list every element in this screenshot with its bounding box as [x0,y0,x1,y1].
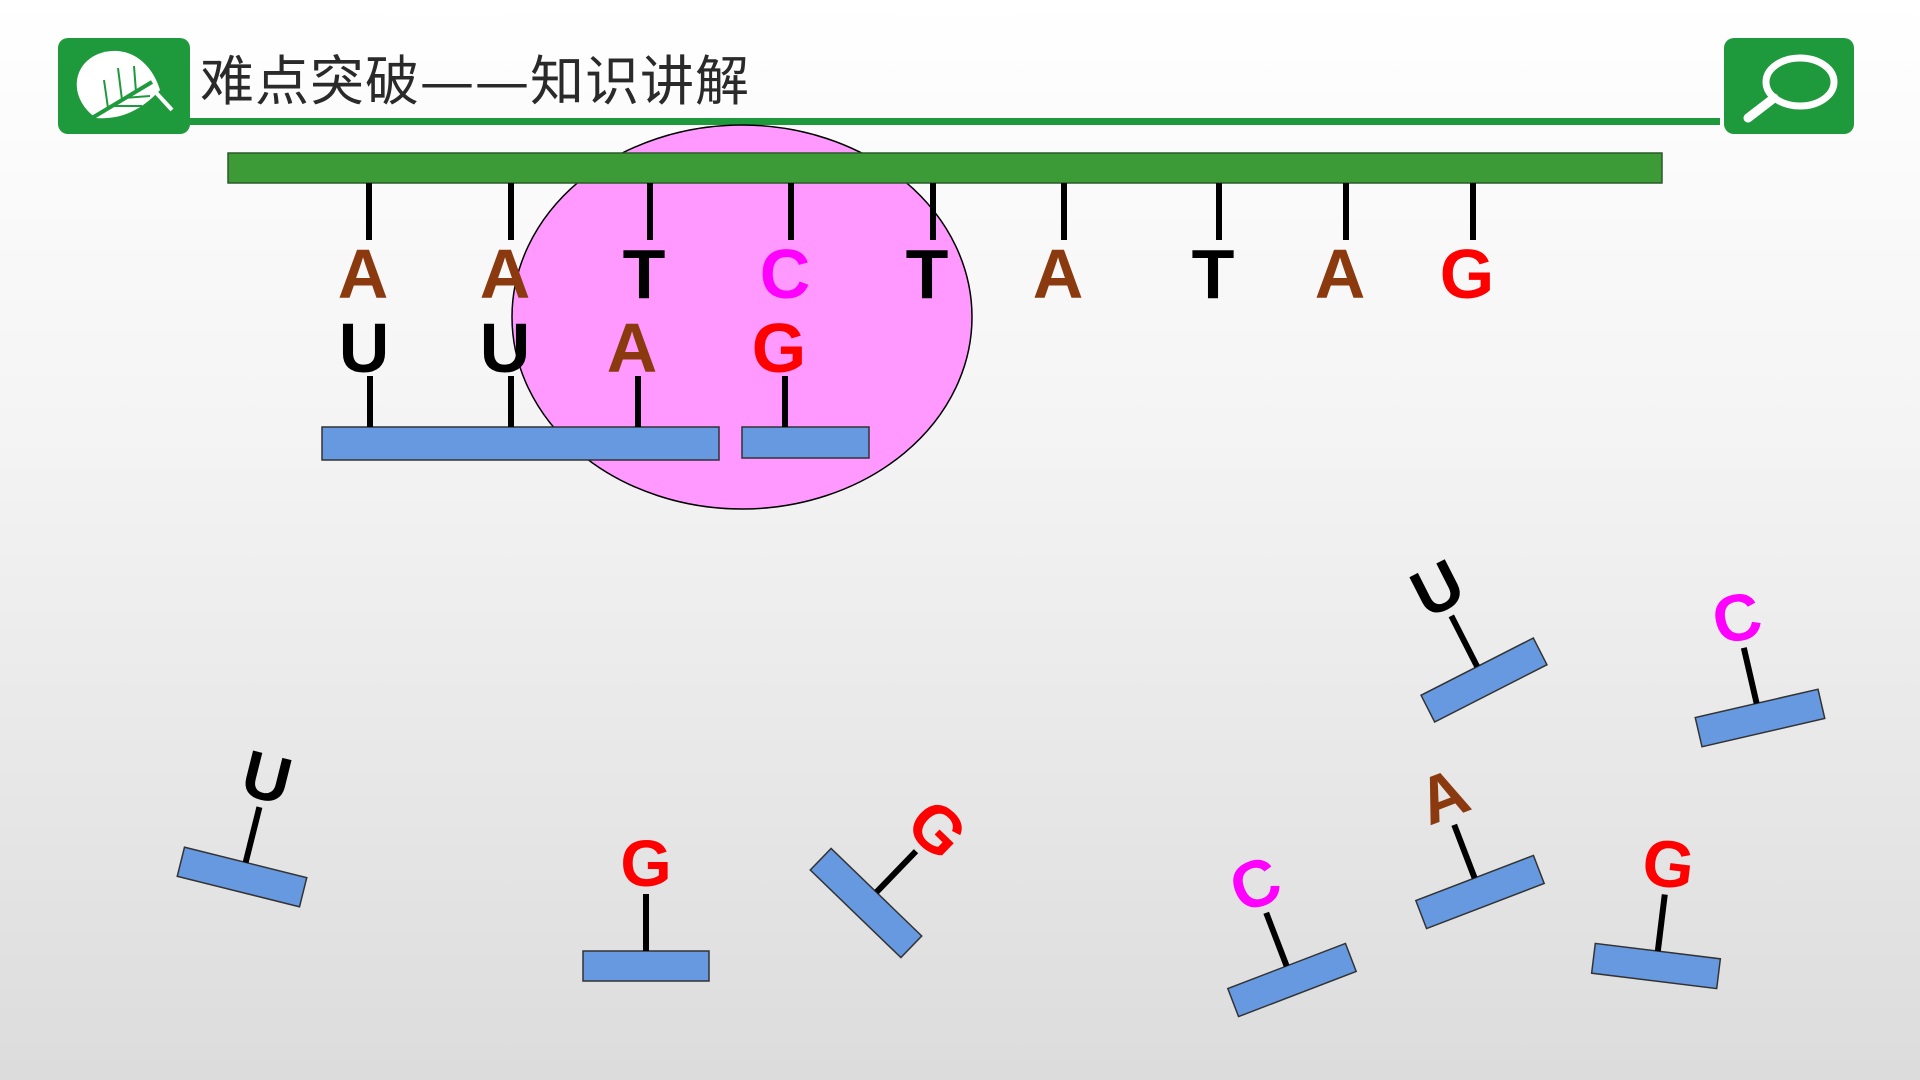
free-nucleotide-G: G [1590,824,1722,990]
rna-base-A: A [607,309,658,387]
rna-backbone-main [321,426,720,461]
free-nucleotide-U: U [176,735,308,908]
free-nucleotide-backbone [176,846,308,908]
free-nucleotide-C: C [1694,576,1826,748]
free-nucleotide-stub [874,849,919,895]
free-nucleotide-G: G [582,826,710,982]
free-nucleotide-stub [1654,894,1668,952]
dna-template-backbone [227,152,1663,184]
free-nucleotide-backbone [582,950,710,982]
free-nucleotide-backbone [809,847,923,959]
rna-backbone-incoming [741,426,870,459]
template-base-T: T [623,235,666,313]
page-title: 难点突破——知识讲解 [200,50,750,113]
template-base-A: A [338,235,389,313]
free-nucleotides: U G G U C C A G [176,544,1826,1018]
rna-base-G: G [752,309,806,387]
free-nucleotide-letter: U [1399,544,1475,632]
rna-base-U: U [480,309,531,387]
template-base-C: C [760,235,811,313]
free-nucleotide-letter: G [1639,824,1699,904]
free-nucleotide-stub [242,806,263,864]
free-nucleotide-C: C [1220,841,1358,1018]
header-underline [190,118,1720,125]
free-nucleotide-letter: U [235,735,299,818]
free-nucleotide-backbone [1226,942,1358,1018]
rna-base-U: U [339,309,390,387]
free-nucleotide-letter: C [1220,841,1291,927]
free-nucleotide-backbone [1590,942,1722,990]
free-nucleotide-A: A [1408,753,1546,930]
free-nucleotide-G: G [809,784,982,959]
leaf-icon [76,50,174,120]
free-nucleotide-stub [1448,614,1480,668]
free-nucleotide-backbone [1420,637,1548,723]
magnifier-icon [1743,54,1838,123]
header-bar [58,38,1854,134]
template-base-A: A [1315,235,1366,313]
free-nucleotide-stub [1451,823,1478,880]
template-base-T: T [906,235,949,313]
free-nucleotide-letter: G [620,826,671,900]
rna-polymerase [511,124,973,510]
free-nucleotide-stub [1740,647,1760,705]
template-base-A: A [1033,235,1084,313]
template-base-G: G [1440,235,1494,313]
free-nucleotide-backbone [1694,688,1826,748]
free-nucleotide-backbone [1414,854,1546,930]
free-nucleotide-letter: A [1408,753,1479,839]
free-nucleotide-stub [1263,911,1290,968]
template-base-A: A [480,235,531,313]
free-nucleotide-U: U [1399,544,1548,723]
free-nucleotide-letter: C [1705,576,1768,659]
template-base-T: T [1192,235,1235,313]
